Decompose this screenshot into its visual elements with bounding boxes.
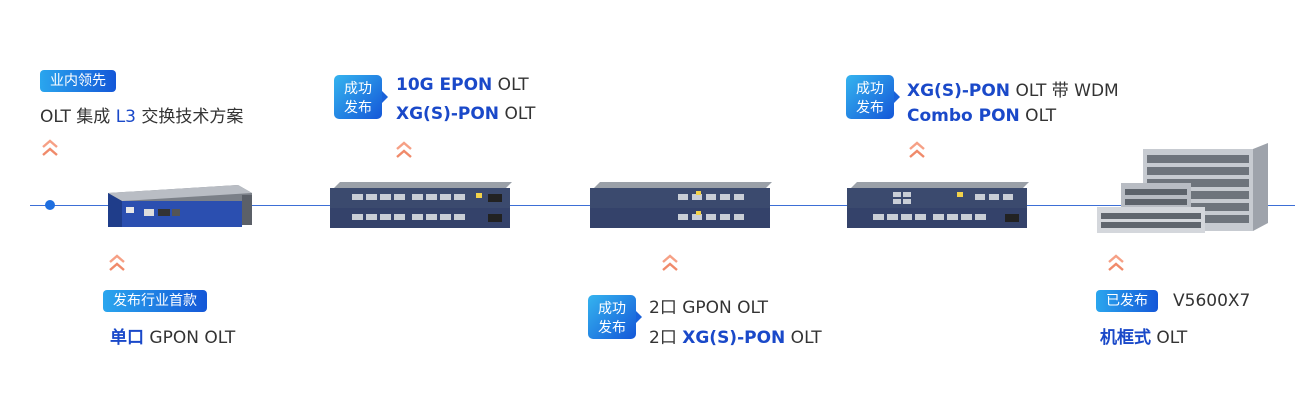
milestone-5-line-2: Combo PON OLT <box>907 106 1057 126</box>
chevron-up-icon <box>662 254 678 271</box>
milestone-3-tag: 成功发布 <box>334 75 388 119</box>
milestone-1-text: OLT 集成 L3 交换技术方案 <box>40 107 244 127</box>
milestone-4-tag: 成功发布 <box>588 295 642 339</box>
chassis-olt-v5600x7-device <box>1097 143 1268 233</box>
10g-epon-xgspon-olt-device <box>330 182 512 228</box>
milestone-3-line-1: 10G EPON OLT <box>396 75 529 95</box>
timeline-dot-icon <box>45 200 55 210</box>
milestone-5-tag: 成功发布 <box>846 75 900 119</box>
milestone-6-line-2: 机框式 OLT <box>1100 328 1188 348</box>
chevron-up-icon <box>909 141 925 158</box>
chevron-up-icon <box>109 254 125 271</box>
milestone-3-line-2: XG(S)-PON OLT <box>396 104 536 124</box>
chevron-up-icon <box>396 141 412 158</box>
2-port-olt-device <box>590 182 772 228</box>
chevron-up-icon <box>1108 254 1124 271</box>
milestone-6-model: V5600X7 <box>1173 291 1251 311</box>
milestone-5-line-1: XG(S)-PON OLT 带 WDM <box>907 81 1119 101</box>
combo-pon-olt-device <box>847 182 1029 228</box>
chevron-up-icon <box>42 139 58 156</box>
single-port-gpon-olt-device <box>108 185 252 227</box>
milestone-4-line-1: 2口 GPON OLT <box>649 298 769 318</box>
milestone-2-tag: 发布行业首款 <box>103 290 207 312</box>
milestone-4-line-2: 2口 XG(S)-PON OLT <box>649 328 822 348</box>
milestone-6-tag: 已发布 <box>1096 290 1158 312</box>
milestone-1-tag: 业内领先 <box>40 70 116 92</box>
milestone-2-text: 单口 GPON OLT <box>110 328 236 348</box>
